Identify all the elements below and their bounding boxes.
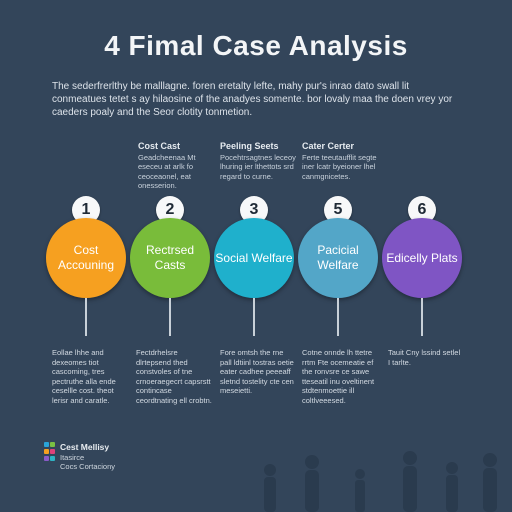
logo-square-6 [50,456,55,461]
category-circle-pacicial-welfare: Pacicial Welfare [298,218,378,298]
column-5-connector-bottom [421,298,423,336]
column-4-top-heading: Cater Certer [302,141,355,151]
category-label-3: Social Welfare [215,250,293,265]
logo-square-5 [44,456,49,461]
column-5-description: Tauit Cny lssind setlel I tarlte. [388,348,461,367]
intro-paragraph: The sederfrerlthy be malllagne. foren er… [52,81,453,118]
column-1-connector-bottom [85,298,87,336]
column-1-top-note [48,142,124,143]
column-2-top-note: Cost Cast Geadcheenaa Mt eseceu at arlk … [138,141,214,191]
category-circle-rectrsed-casts: Rectrsed Casts [130,218,210,298]
brand-logo-icon [44,442,56,466]
logo-square-4 [50,449,55,454]
column-4-top-text: Ferte teeutaufflit segte iner lcatr byei… [302,152,377,181]
category-label-2: Rectrsed Casts [145,243,195,272]
logo-square-1 [44,442,49,447]
column-2-connector-bottom [169,298,171,336]
category-label-5: Edicelly Plats [386,250,458,265]
column-3-top-text: Pocehtrsagtnes leceoy lhuring ier lthett… [220,152,296,181]
category-circle-social-welfare: Social Welfare [214,218,294,298]
column-2-description: Fectdrhelsre dlrtepsend thed constvoles … [136,348,212,405]
page-title: 4 Fimal Case Analysis [104,30,408,61]
column-3-connector-bottom [253,298,255,336]
category-label-4: Pacicial Welfare [317,243,359,272]
column-3-top-heading: Peeling Seets [220,141,279,151]
category-circle-cost-accounting: Cost Accouning [46,218,126,298]
people-silhouettes-illustration [264,451,497,512]
brand-company: Cocs Cortaciony [60,462,116,471]
column-2-top-text: Geadcheenaa Mt eseceu at arlk fo ceoceao… [138,152,196,191]
column-4-description: Cotne onnde lh ttetre rrtm Fte ocemeatie… [302,348,375,405]
logo-square-3 [44,449,49,454]
column-3-description: Fore omtsh the rne pall ldtiinl tostras … [220,348,294,395]
column-4-top-note: Cater Certer Ferte teeutaufflit segte in… [302,141,378,181]
column-2-top-heading: Cost Cast [138,141,181,151]
category-circle-edicelly-plats: Edicelly Plats [382,218,462,298]
logo-square-2 [50,442,55,447]
column-4-connector-bottom [337,298,339,336]
category-label-1: Cost Accouning [57,243,115,272]
column-3-top-note: Peeling Seets Pocehtrsagtnes leceoy lhur… [220,141,296,181]
brand-subline: Itasirce [60,452,85,462]
column-5-top-note [386,142,462,143]
brand-name: Cest Mellisy [60,442,110,452]
column-1-description: Eollae lhhe and dexeomes tiot cascoming,… [52,348,116,405]
brand-block: Cest Mellisy Itasirce Cocs Cortaciony [60,442,116,472]
